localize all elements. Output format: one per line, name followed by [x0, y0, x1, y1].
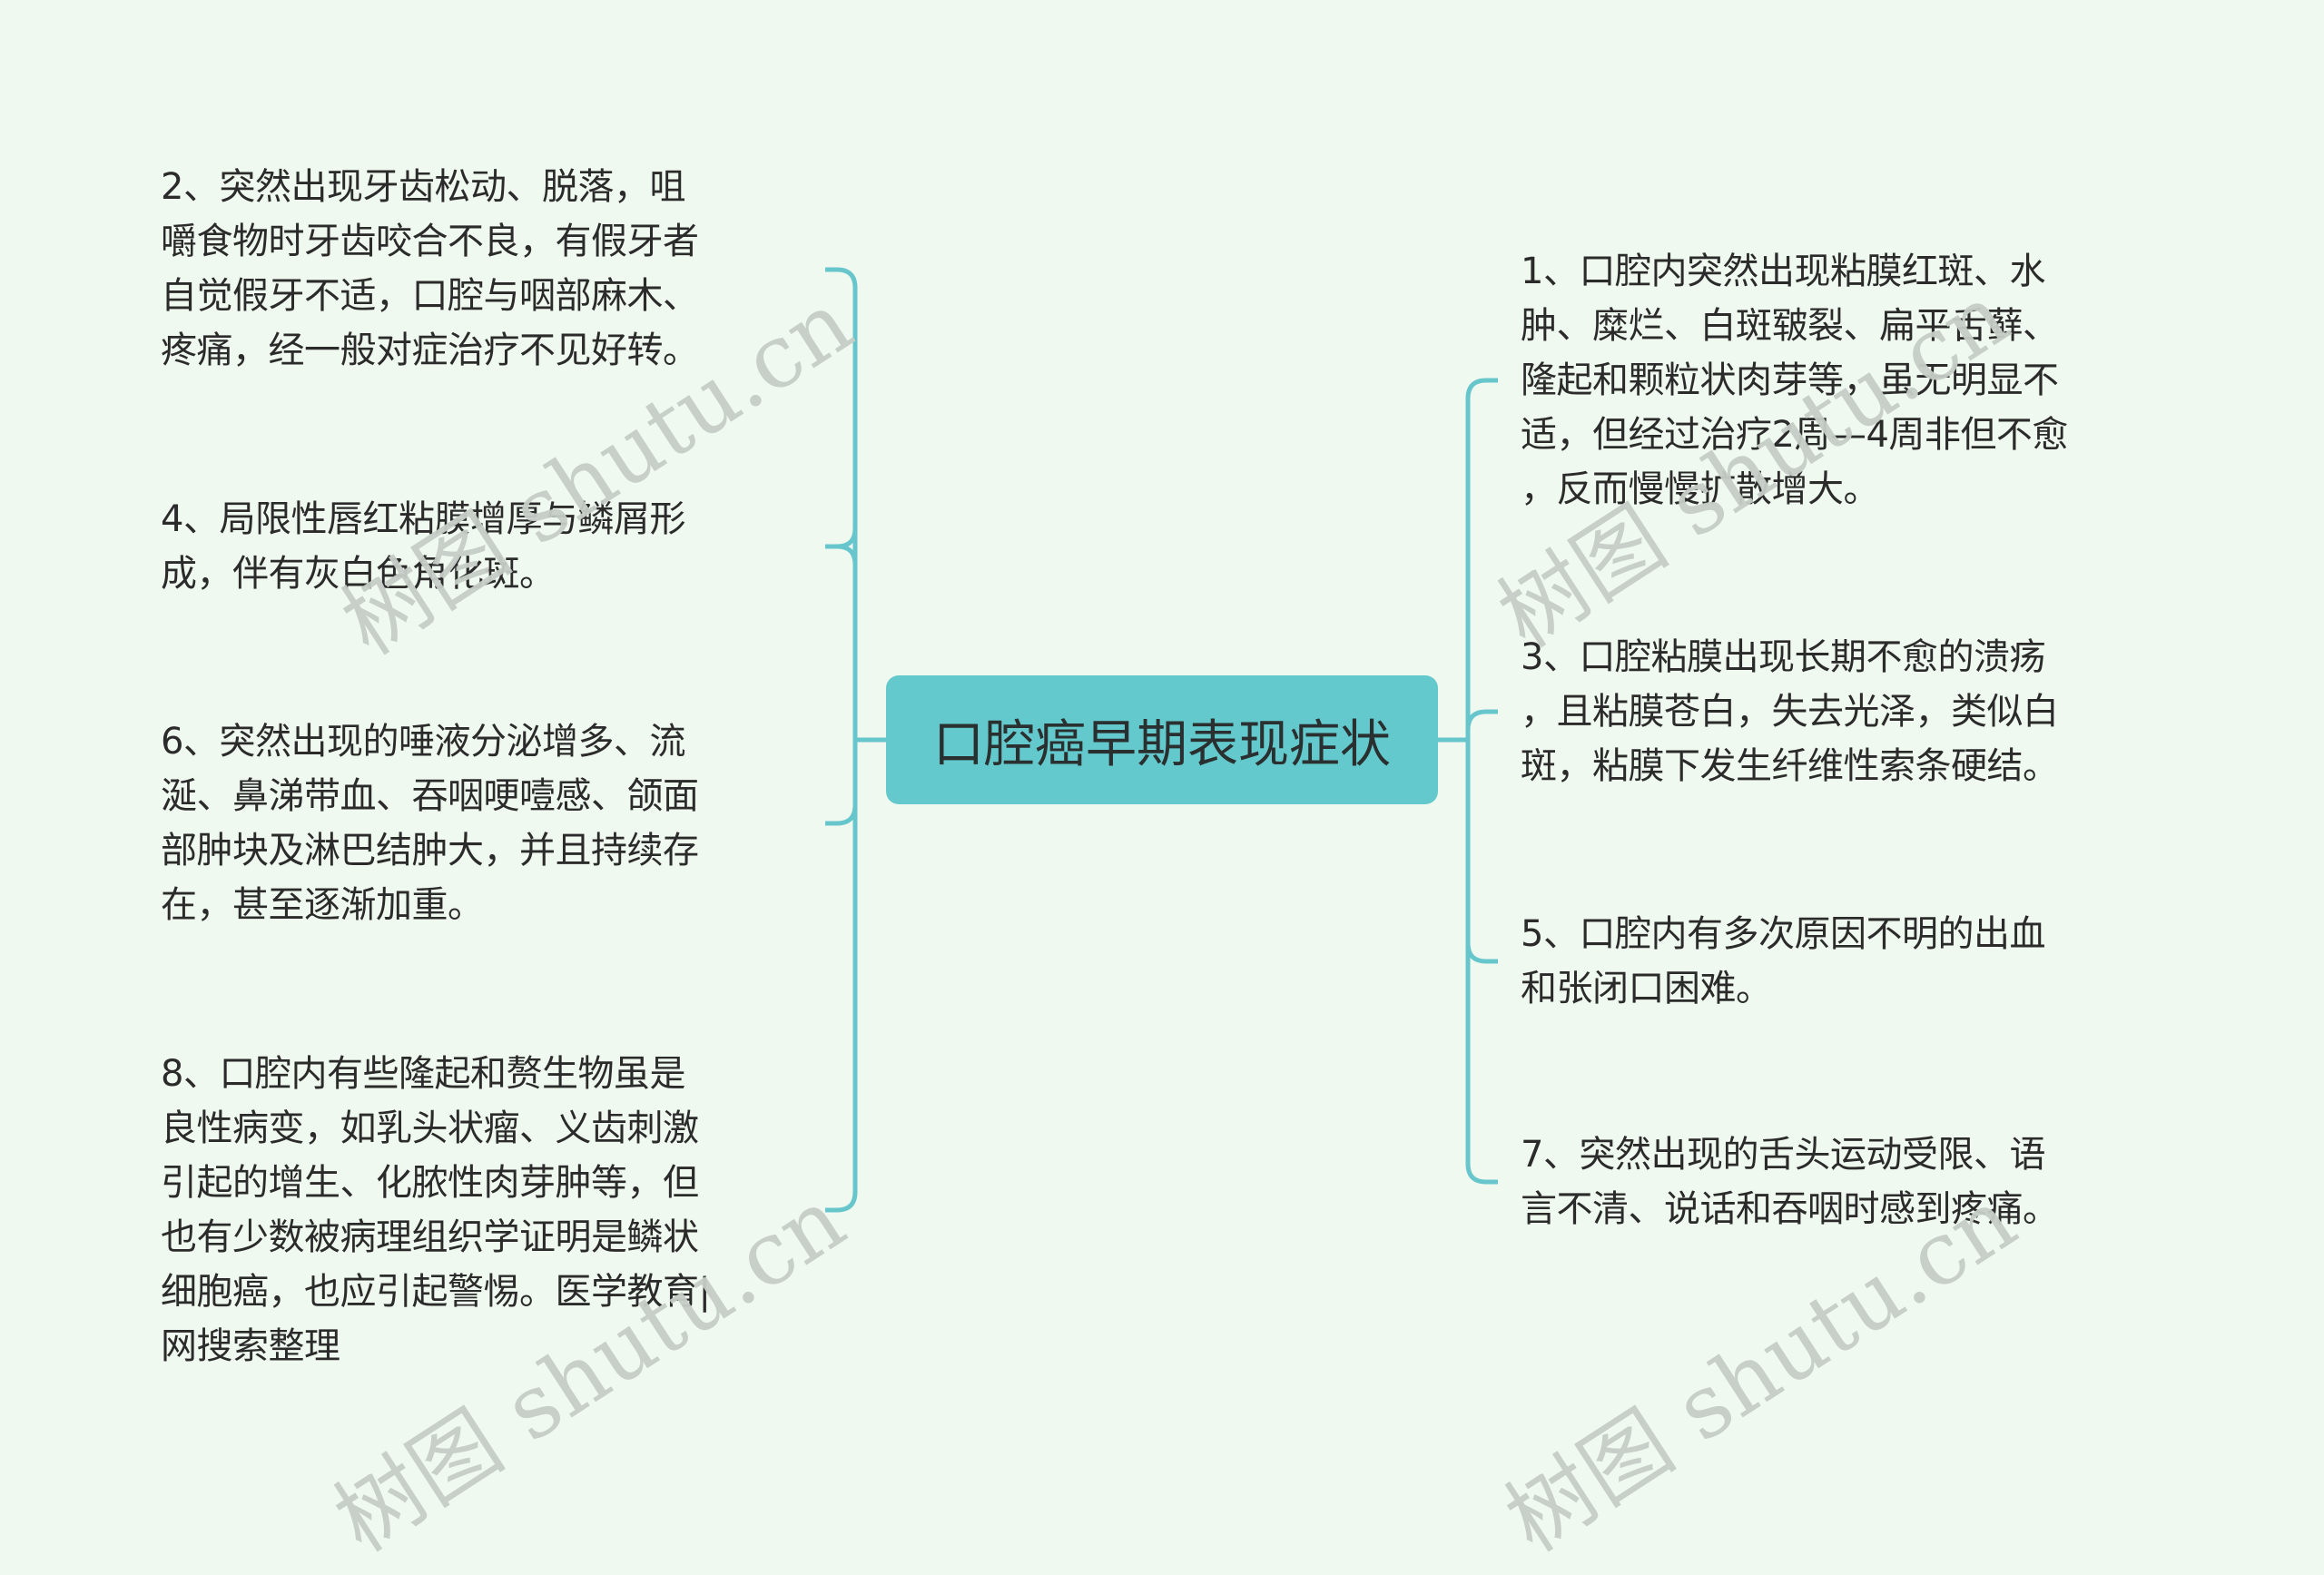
topic-item-5[interactable]: 5、口腔内有多次原因不明的出血 和张闭口困难。 — [1521, 913, 2045, 1009]
topic-item-8[interactable]: 8、口腔内有些隆起和赘生物虽是 良性病变，如乳头状瘤、义齿刺激 引起的增生、化脓… — [161, 1053, 711, 1367]
topic-item-1[interactable]: 1、口腔内突然出现粘膜红斑、水 肿、糜烂、白斑皲裂、扁平舌藓、 隆起和颗粒状肉芽… — [1521, 251, 2068, 510]
topic-item-4[interactable]: 4、局限性唇红粘膜增厚与鳞屑形 成，伴有灰白色角化斑。 — [161, 498, 685, 595]
root-topic-label: 口腔癌早期表现症状 — [933, 714, 1391, 774]
connector-lines — [825, 267, 1498, 1213]
root-topic[interactable]: 口腔癌早期表现症状 — [886, 675, 1438, 804]
topic-item-7[interactable]: 7、突然出现的舌头运动受限、语 言不清、说话和吞咽时感到疼痛。 — [1521, 1134, 2059, 1230]
topic-item-6[interactable]: 6、突然出现的唾液分泌增多、流 涎、鼻涕带血、吞咽哽噎感、颌面 部肿块及淋巴结肿… — [161, 721, 699, 926]
topic-item-3[interactable]: 3、口腔粘膜出现长期不愈的溃疡 ，且粘膜苍白，失去光泽，类似白 斑，粘膜下发生纤… — [1521, 636, 2059, 787]
topic-item-2[interactable]: 2、突然出现牙齿松动、脱落，咀 嚼食物时牙齿咬合不良，有假牙者 自觉假牙不适，口… — [161, 166, 699, 371]
